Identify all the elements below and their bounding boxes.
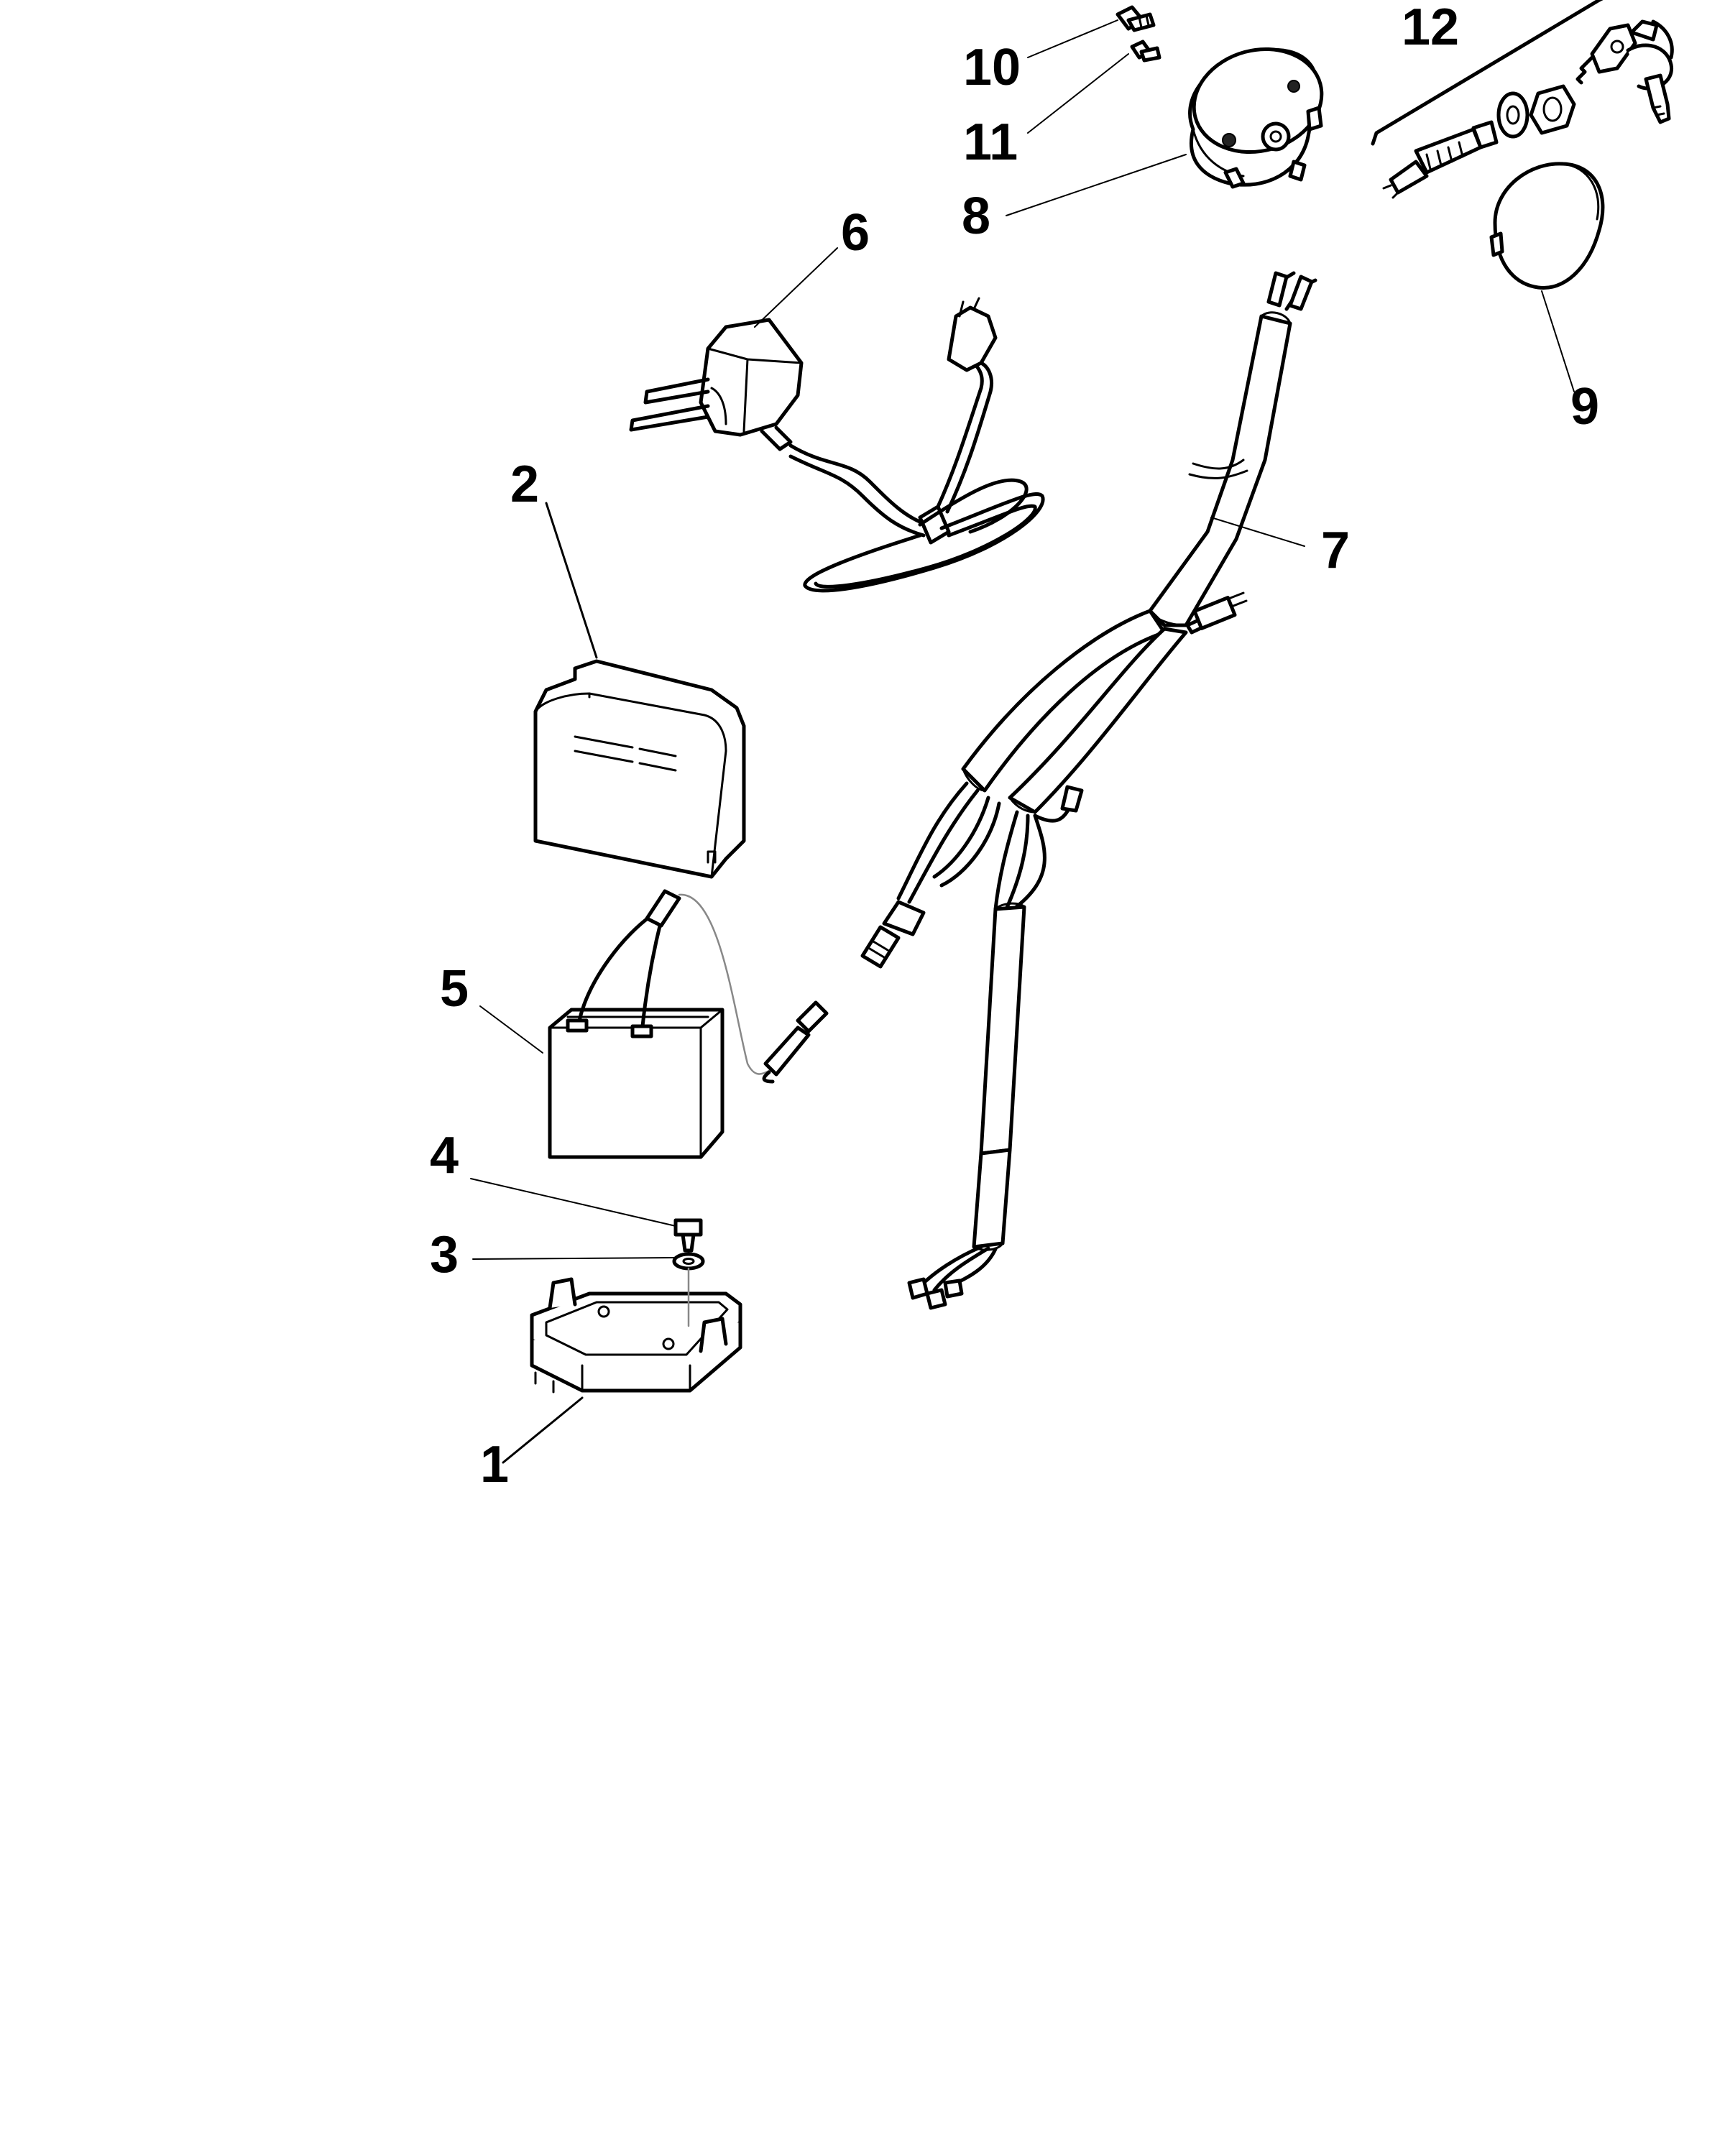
washer (672, 1252, 705, 1327)
leader-line-7 (1210, 517, 1305, 547)
leader-lines (470, 19, 1575, 1464)
leader-line-5 (479, 1005, 543, 1054)
callout-12: 12 (1402, 0, 1459, 56)
battery-cover (533, 659, 746, 879)
battery-tray (530, 1277, 742, 1393)
callout-2: 2 (510, 456, 539, 513)
screw (673, 1218, 703, 1253)
callout-1: 1 (480, 1436, 509, 1493)
leader-line-4 (470, 1178, 676, 1227)
screw-11 (1130, 40, 1162, 63)
wiring-harness (860, 271, 1317, 1310)
callout-7: 7 (1321, 522, 1350, 579)
leader-line-8 (1006, 154, 1187, 216)
callout-8: 8 (962, 188, 990, 245)
switch-cap (1489, 162, 1605, 290)
leader-line-9 (1541, 290, 1575, 392)
screw-10 (1116, 5, 1156, 32)
leader-line-3 (472, 1257, 675, 1260)
battery (548, 889, 829, 1159)
callout-10: 10 (963, 39, 1021, 96)
leader-line-6 (754, 247, 838, 328)
callout-11: 11 (963, 114, 1018, 171)
callout-4: 4 (430, 1127, 459, 1184)
leader-line-2 (545, 502, 598, 659)
callouts: 1 2 3 4 5 6 7 8 9 10 11 12 (430, 0, 1599, 1493)
charger (629, 297, 1045, 593)
leader-line-11 (1027, 53, 1129, 134)
callout-9: 9 (1570, 378, 1599, 436)
callout-5: 5 (440, 960, 469, 1018)
leader-line-10 (1027, 19, 1118, 58)
callout-3: 3 (430, 1226, 459, 1284)
leader-line-1 (502, 1396, 584, 1464)
callout-6: 6 (841, 204, 870, 262)
switch-housing (1188, 47, 1324, 189)
key-switch-kit (1371, 0, 1674, 199)
